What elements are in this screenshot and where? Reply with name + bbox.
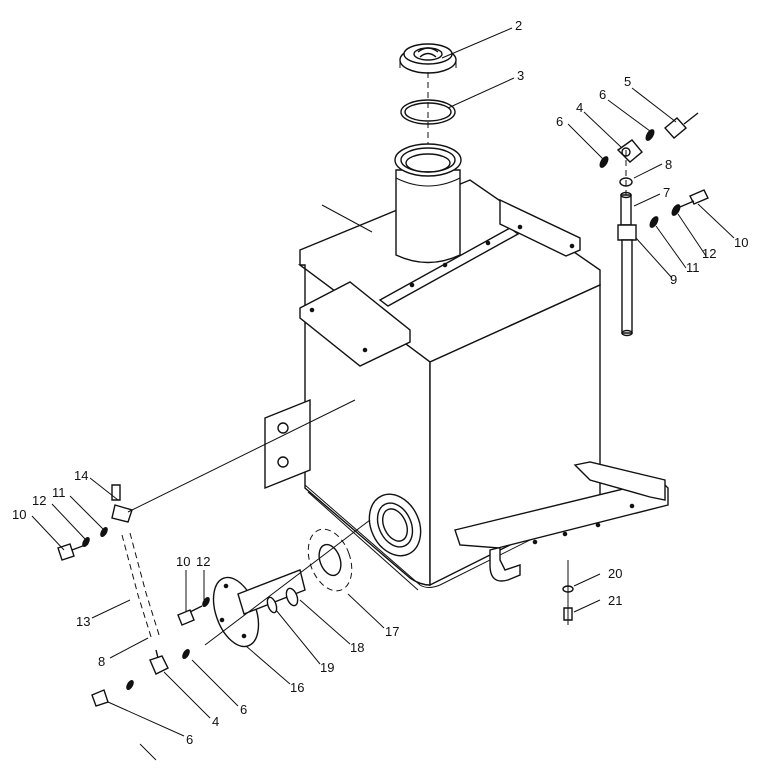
callout-11: 11 [52, 485, 66, 500]
callout-9: 9 [670, 272, 677, 287]
callout-20: 20 [608, 566, 622, 581]
callout-11: 11 [686, 260, 700, 275]
leader-lines [31, 27, 735, 761]
callout-2: 2 [515, 18, 522, 33]
callout-16: 16 [290, 680, 304, 695]
callout-3: 3 [517, 68, 524, 83]
callout-8: 8 [98, 654, 105, 669]
callout-19: 19 [320, 660, 334, 675]
callout-10: 10 [12, 507, 26, 522]
callout-10: 10 [176, 554, 190, 569]
callout-5: 5 [624, 74, 631, 89]
callout-17: 17 [385, 624, 399, 639]
callout-10: 10 [734, 235, 748, 250]
callout-4: 4 [212, 714, 219, 729]
callout-4: 4 [576, 100, 583, 115]
callout-6: 6 [556, 114, 563, 129]
skid-rail-part [454, 461, 669, 582]
callout-8: 8 [665, 157, 672, 172]
callout-14: 14 [74, 468, 88, 483]
callout-12: 12 [32, 493, 46, 508]
callout-6: 6 [599, 87, 606, 102]
alignment-lines [127, 150, 627, 646]
callout-7: 7 [663, 185, 670, 200]
filler-neck-part [394, 143, 462, 264]
sight-gauge-assembly-part [57, 484, 190, 707]
suction-flange-assembly-part [177, 528, 353, 648]
callout-18: 18 [350, 640, 364, 655]
tank-body-part [264, 179, 601, 591]
callout-13: 13 [76, 614, 90, 629]
callout-21: 21 [608, 593, 622, 608]
callout-6: 6 [240, 702, 247, 717]
callout-12: 12 [702, 246, 716, 261]
callout-6: 6 [186, 732, 193, 747]
callout-12: 12 [196, 554, 210, 569]
breather-assembly-part [599, 112, 709, 337]
filler-cap-part [399, 43, 457, 74]
callout-labels: 2 3 5 6 4 6 8 7 10 12 11 9 14 11 12 10 1… [12, 18, 748, 747]
